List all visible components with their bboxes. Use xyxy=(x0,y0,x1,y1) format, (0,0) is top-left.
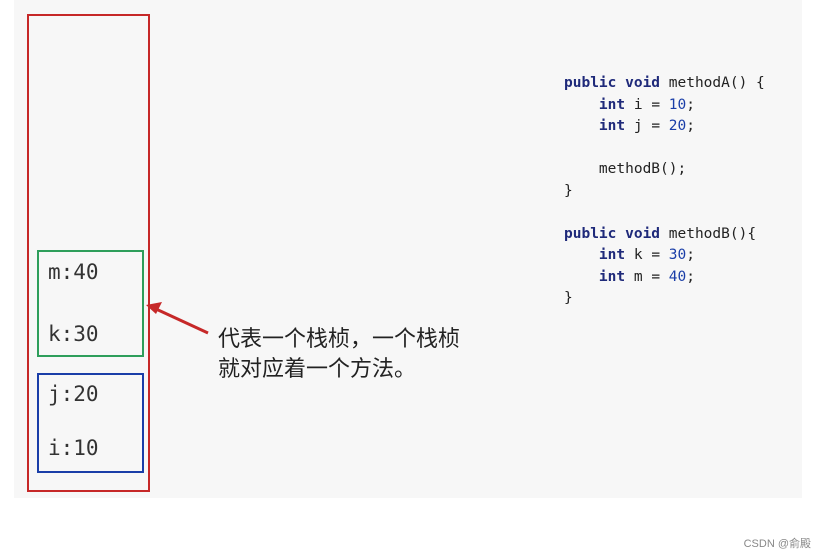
watermark: CSDN @俞殿 xyxy=(743,538,811,550)
stack-frame-method-a: j:20 i:10 xyxy=(37,373,144,473)
stack-column xyxy=(27,14,150,492)
code-line-blank xyxy=(564,138,765,160)
caption-line-2: 就对应着一个方法。 xyxy=(218,357,417,382)
frame-caption: 代表一个栈桢，一个栈桢 就对应着一个方法。 xyxy=(218,325,518,385)
arrow-head xyxy=(146,302,162,314)
stack-var-m: m:40 xyxy=(48,260,99,284)
code-line: int j = 20; xyxy=(598,118,695,134)
code-line: public void methodB(){ xyxy=(564,225,757,242)
stack-var-j: j:20 xyxy=(48,382,99,406)
caption-line-1: 代表一个栈桢，一个栈桢 xyxy=(218,327,461,352)
code-line: int m = 40; xyxy=(598,268,695,285)
code-line: public void methodA() { xyxy=(564,75,765,91)
arrow-shaft xyxy=(155,307,209,335)
code-line: } xyxy=(564,182,573,199)
stack-var-i: i:10 xyxy=(48,436,99,460)
diagram-canvas xyxy=(14,0,802,498)
stack-frame-method-b: m:40 k:30 xyxy=(37,250,144,357)
code-line-blank xyxy=(564,202,765,224)
code-line: int i = 10; xyxy=(598,96,695,113)
stack-var-k: k:30 xyxy=(48,322,99,346)
code-block: public void methodA() { int i = 10; int … xyxy=(564,73,765,310)
code-line: int k = 30; xyxy=(598,247,695,263)
code-line: methodB(); xyxy=(598,161,687,177)
code-line: } xyxy=(564,290,573,306)
